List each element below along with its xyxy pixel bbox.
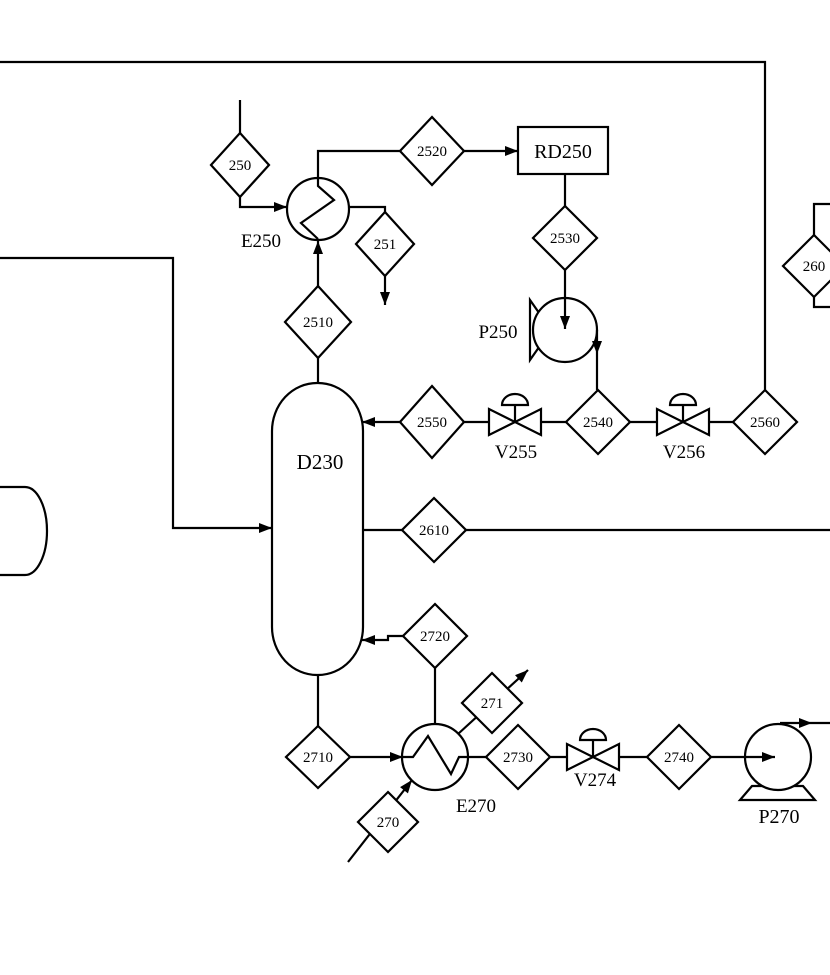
flow-arrow	[592, 341, 602, 354]
exchanger-coil-E250	[299, 178, 336, 240]
valve-body-V256	[680, 407, 711, 437]
stream-tag-label-2560: 2560	[750, 415, 780, 431]
flow-arrow-2510-to-e250	[313, 241, 323, 254]
stream-tag-label-251: 251	[374, 237, 397, 253]
pump-label-P250: P250	[478, 322, 517, 343]
stream-tag-2560	[731, 388, 799, 456]
flow-arrow-2530-to-p250	[560, 316, 570, 329]
stream-tag-250	[209, 131, 271, 199]
stream-tag-2610	[400, 496, 468, 564]
valve-handle-V255	[500, 392, 530, 407]
stream-tag-label-270: 270	[377, 815, 400, 831]
valve-body-V274	[565, 742, 596, 772]
stream-tag-label-2720: 2720	[420, 629, 450, 645]
stream-tag-2530	[531, 204, 599, 272]
stream-tag-label-2530: 2530	[550, 231, 580, 247]
pipe-overhead-return-line	[0, 60, 767, 390]
exchanger-label-E270: E270	[456, 796, 496, 817]
exchanger-label-E250: E250	[241, 231, 281, 252]
flow-arrow-2740-to-p270	[762, 752, 775, 762]
flow-arrow-250-to-e250	[274, 202, 287, 212]
stream-tag-270	[356, 790, 420, 854]
vessel-partial-left	[0, 485, 49, 577]
flow-arrow	[799, 718, 812, 728]
valve-label-V256: V256	[663, 442, 705, 463]
flow-arrow-251-outlet	[380, 292, 390, 305]
stream-tag-label-260: 260	[803, 259, 826, 275]
stream-tag-2730	[484, 723, 552, 791]
pipe-250-to-e250	[238, 197, 287, 209]
valve-handle-V256	[668, 392, 698, 407]
unit-label-RD250: RD250	[534, 141, 592, 163]
stream-tag-label-250: 250	[229, 158, 252, 174]
stream-tag-label-2710: 2710	[303, 750, 333, 766]
stream-tag-label-2610: 2610	[419, 523, 449, 539]
stream-tag-2740	[645, 723, 713, 791]
stream-tag-2550	[398, 384, 466, 460]
stream-tag-label-2550: 2550	[417, 415, 447, 431]
pipe-e250-to-2520	[316, 149, 400, 178]
valve-label-V274: V274	[574, 770, 617, 791]
valve-body-V274	[590, 742, 621, 772]
column-label: D230	[297, 450, 344, 474]
valve-body-V255	[512, 407, 543, 437]
stream-tag-2510	[283, 284, 353, 360]
valve-body-V255	[487, 407, 518, 437]
stream-tag-2710	[284, 724, 352, 790]
stream-tag-251	[354, 210, 416, 278]
stream-tag-2720	[401, 602, 469, 670]
stream-tag-2520	[398, 115, 466, 187]
column-D230	[270, 381, 365, 677]
stream-tag-label-2730: 2730	[503, 750, 533, 766]
pump-label-P270: P270	[758, 806, 799, 828]
stream-tag-label-271: 271	[481, 696, 504, 712]
flow-arrow-e270-to-271	[515, 670, 528, 683]
flow-arrow-2520-to-rd250	[505, 146, 518, 156]
flow-arrow-2720-to-d230	[362, 635, 375, 645]
exchanger-coil-E270	[402, 734, 468, 777]
stream-tag-label-2510: 2510	[303, 315, 333, 331]
pipe-e250-to-251	[348, 205, 387, 212]
pipe-feed-line	[0, 256, 272, 530]
stream-tag-2540	[564, 388, 632, 456]
stream-tag-260	[781, 233, 830, 299]
flow-arrow-270-to-e270	[400, 780, 412, 794]
flow-arrow-feed-line	[259, 523, 272, 533]
pipe-260-top-stub	[812, 202, 830, 235]
flow-arrow-2550-to-d230	[362, 417, 375, 427]
stream-tag-label-2740: 2740	[664, 750, 694, 766]
valve-body-V256	[655, 407, 686, 437]
stream-tag-label-2520: 2520	[417, 144, 447, 160]
valve-handle-V274	[578, 727, 608, 742]
stream-tag-271	[460, 671, 524, 735]
stream-tag-label-2540: 2540	[583, 415, 613, 431]
valve-label-V255: V255	[495, 442, 537, 463]
pipe-260-bottom-out	[812, 297, 830, 309]
flow-arrow-2710-to-e270	[390, 752, 403, 762]
